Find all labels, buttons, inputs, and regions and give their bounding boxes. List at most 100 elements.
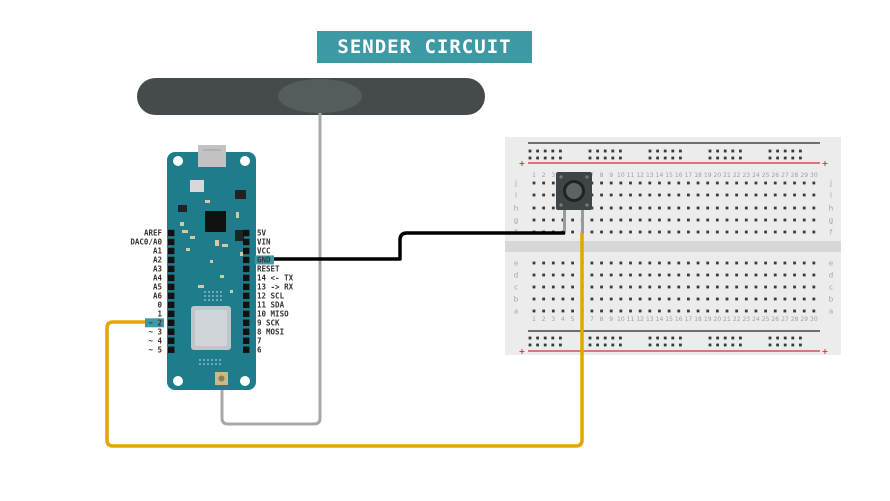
rail-hole: [799, 343, 802, 347]
rail-hole: [671, 343, 675, 347]
rail-hole: [588, 156, 592, 160]
terminal-hole: [802, 193, 806, 197]
row-letter-left: a: [514, 308, 518, 316]
row-letter-left: b: [514, 296, 519, 304]
column-number-bottom: 2: [542, 316, 546, 323]
terminal-hole: [783, 261, 787, 265]
terminal-hole: [706, 309, 710, 313]
rail-hole: [679, 149, 682, 153]
rail-hole: [731, 156, 735, 160]
terminal-hole: [706, 261, 710, 265]
pushbutton-pin-corner: [585, 203, 589, 207]
terminal-hole: [744, 230, 748, 234]
antenna-connector-center: [218, 375, 225, 382]
terminal-hole: [812, 193, 816, 197]
column-number-bottom: 7: [590, 316, 594, 323]
pushbutton-cap-highlight: [566, 183, 582, 199]
smd-component: [205, 200, 210, 203]
via-dot: [199, 363, 201, 365]
terminal-hole: [638, 297, 642, 301]
terminal-hole: [571, 285, 574, 289]
rail-hole: [783, 336, 787, 340]
terminal-hole: [773, 273, 777, 277]
terminal-hole: [754, 261, 758, 265]
terminal-hole: [812, 297, 816, 301]
terminal-hole: [773, 230, 777, 234]
chip-small: [235, 190, 246, 199]
via-dot: [215, 363, 217, 365]
terminal-hole: [773, 297, 777, 301]
header-pin-left: [168, 265, 175, 273]
row-letter-left: j: [514, 180, 517, 188]
rail-plus-symbol: +: [822, 159, 829, 168]
terminal-hole: [677, 230, 681, 234]
column-number-top: 12: [636, 172, 644, 179]
via-dot: [208, 295, 210, 297]
terminal-hole: [812, 181, 816, 185]
header-pin-right: [243, 229, 250, 237]
smd-component: [186, 248, 190, 251]
rail-hole: [536, 343, 539, 347]
pushbutton-pin-corner: [559, 175, 563, 179]
terminal-hole: [735, 230, 739, 234]
rail-hole: [768, 343, 772, 347]
rail-hole: [731, 149, 735, 153]
terminal-hole: [551, 273, 555, 277]
pushbutton-pin-corner: [559, 203, 563, 207]
terminal-hole: [638, 206, 642, 210]
pin-label-right: 12 SCL: [257, 292, 285, 301]
rail-hole: [656, 343, 659, 347]
wire-gnd: [256, 231, 565, 261]
terminal-hole: [638, 309, 642, 313]
terminal-hole: [706, 206, 710, 210]
header-pin-right: [243, 337, 250, 344]
terminal-hole: [532, 206, 536, 210]
rail-hole: [731, 336, 735, 340]
header-pin-left: [168, 337, 175, 344]
terminal-hole: [812, 230, 816, 234]
terminal-hole: [793, 218, 796, 222]
terminal-hole: [725, 273, 729, 277]
terminal-hole: [754, 181, 758, 185]
terminal-hole: [696, 297, 700, 301]
terminal-hole: [696, 206, 700, 210]
rail-hole: [596, 336, 599, 340]
column-number-top: 23: [742, 172, 750, 179]
terminal-hole: [754, 218, 758, 222]
rail-hole: [551, 156, 555, 160]
column-number-top: 3: [551, 172, 555, 179]
terminal-hole: [532, 181, 536, 185]
rail-hole: [739, 156, 742, 160]
title-text: SENDER CIRCUIT: [337, 36, 512, 58]
terminal-hole: [725, 261, 729, 265]
terminal-hole: [802, 261, 806, 265]
terminal-hole: [735, 193, 739, 197]
header-pin-right: [243, 283, 250, 291]
column-number-bottom: 24: [752, 316, 760, 323]
terminal-hole: [783, 230, 787, 234]
smd-component: [180, 222, 184, 226]
terminal-hole: [561, 261, 565, 265]
chip-microcontroller: [205, 211, 226, 232]
rail-hole: [559, 336, 562, 340]
terminal-hole: [773, 181, 777, 185]
row-letter-left: c: [514, 284, 518, 292]
terminal-hole: [600, 309, 603, 313]
header-pin-right: [243, 256, 250, 264]
terminal-hole: [764, 230, 767, 234]
terminal-hole: [744, 273, 748, 277]
header-pin-left: [168, 292, 175, 300]
rail-hole: [603, 336, 607, 340]
terminal-hole: [590, 285, 594, 289]
terminal-hole: [773, 285, 777, 289]
terminal-hole: [638, 261, 642, 265]
terminal-hole: [812, 218, 816, 222]
terminal-hole: [773, 218, 777, 222]
terminal-hole: [754, 273, 758, 277]
breadboard: ++++ 11223344556677889910101111121213131…: [505, 137, 841, 356]
via-dot: [220, 295, 222, 297]
rail-hole: [768, 156, 772, 160]
rail-hole: [799, 149, 802, 153]
terminal-hole: [638, 193, 642, 197]
pin-highlight-left: [145, 318, 164, 328]
